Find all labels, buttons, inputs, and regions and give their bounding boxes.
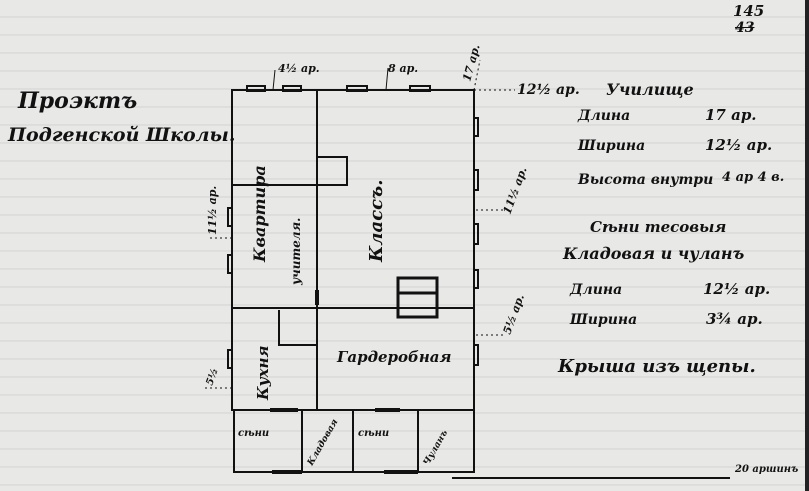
annex-subheading: Кладовая и чуланъ bbox=[563, 244, 745, 263]
room-classroom: Классъ. bbox=[366, 180, 387, 264]
room-kitchen: Кухня bbox=[254, 346, 272, 401]
annex-heading: Сѣни тесовыя bbox=[590, 218, 727, 236]
length-label: Длина bbox=[578, 108, 631, 124]
room-cloakroom: Гардеробная bbox=[336, 348, 452, 366]
length-value: 17 ар. bbox=[705, 106, 757, 124]
room-pantry: Кладовая bbox=[305, 418, 340, 469]
room-vestibule-2: сѣни bbox=[358, 428, 389, 439]
stove-block bbox=[316, 156, 348, 186]
roof-note: Крыша изъ щепы. bbox=[558, 356, 756, 377]
annex-length-value: 12½ ар. bbox=[703, 280, 771, 298]
width-value: 12½ ар. bbox=[705, 136, 773, 154]
page-number: 145 bbox=[733, 2, 765, 20]
dim-right-low: 5½ ар. bbox=[501, 292, 528, 336]
dim-left-low: 5½ bbox=[204, 367, 220, 387]
title-line-2: Подгенской Школы. bbox=[8, 124, 236, 146]
title-line-1: Проэктъ bbox=[18, 88, 138, 114]
dim-left-mid: 11½ ар. bbox=[206, 186, 219, 235]
dim-top-left: 4½ ар. bbox=[278, 62, 320, 75]
scale-label: 20 аршинъ bbox=[734, 464, 798, 475]
school-heading: Училище bbox=[606, 80, 694, 99]
dim-right-mid: 11½ ар. bbox=[501, 165, 530, 216]
dim-top-mid: 8 ар. bbox=[388, 62, 418, 75]
height-value: 4 ар 4 в. bbox=[722, 170, 785, 185]
room-vestibule-1: сѣни bbox=[238, 428, 269, 439]
classroom-stove bbox=[396, 276, 439, 319]
dim-right-top: 12½ ар. bbox=[517, 82, 580, 98]
width-label: Ширина bbox=[578, 138, 646, 154]
kitchen-stove bbox=[278, 310, 317, 346]
room-closet: Чуланъ bbox=[422, 428, 450, 467]
annex-width-value: 3¾ ар. bbox=[706, 310, 763, 328]
room-teacher-apartment: Квартира bbox=[250, 165, 269, 263]
annex-length-label: Длина bbox=[570, 282, 623, 298]
height-label: Высота внутри bbox=[578, 172, 714, 188]
room-teacher-apartment-2: учителя. bbox=[289, 218, 303, 286]
page-number-old: 43 bbox=[735, 20, 755, 36]
page-edge bbox=[805, 0, 809, 491]
dim-top-right: 17 ар. bbox=[460, 43, 482, 83]
annex-width-label: Ширина bbox=[570, 312, 638, 328]
